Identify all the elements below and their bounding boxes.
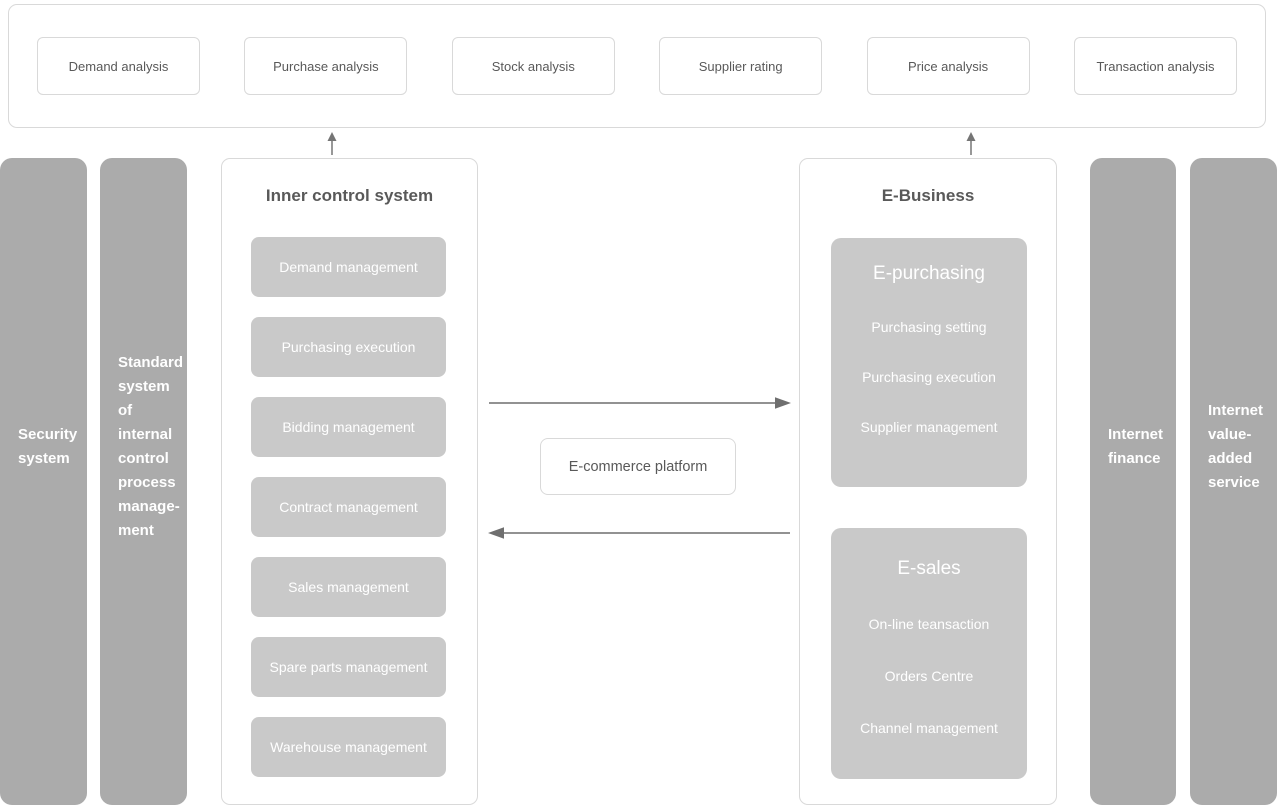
e-sales-item-online: On-line teansaction — [868, 616, 990, 632]
inner-control-item-bidding: Bidding management — [251, 397, 446, 457]
internet-finance-label: Internet finance — [1108, 425, 1164, 467]
analysis-box-purchase: Purchase analysis — [244, 37, 408, 95]
inner-control-item-purchasing: Purchasing execution — [251, 317, 446, 377]
internal-control-standard-label: Standard system of internal control proc… — [118, 353, 184, 539]
inner-control-title: Inner control system — [265, 186, 434, 205]
ecommerce-platform-box: E-commerce platform — [540, 438, 736, 495]
analysis-box-demand: Demand analysis — [37, 37, 200, 95]
internal-control-standard-bar: Standard system of internal control proc… — [100, 158, 187, 805]
up-arrow-icon — [964, 132, 978, 156]
up-arrow-icon — [325, 132, 339, 156]
analysis-box-supplier: Supplier rating — [659, 37, 823, 95]
e-sales-title: E-sales — [897, 558, 961, 579]
left-arrow-icon — [488, 526, 790, 540]
inner-control-item-demand: Demand management — [251, 237, 446, 297]
inner-control-item-contract: Contract management — [251, 477, 446, 537]
e-sales-item-channel: Channel management — [860, 720, 998, 736]
inner-control-item-warehouse: Warehouse management — [251, 717, 446, 777]
e-purchasing-group: E-purchasing Purchasing setting Purchasi… — [831, 238, 1027, 487]
inner-control-item-sales: Sales management — [251, 557, 446, 617]
internet-value-added-label: Internet value- added service — [1208, 401, 1264, 491]
e-business-panel: E-Business E-purchasing Purchasing setti… — [799, 158, 1057, 805]
right-arrow-icon — [489, 396, 791, 410]
analysis-box-price: Price analysis — [866, 37, 1030, 95]
e-purchasing-item-supplier: Supplier management — [860, 419, 998, 435]
analysis-box-transaction: Transaction analysis — [1073, 37, 1237, 95]
inner-control-panel: Inner control system Demand management P… — [221, 158, 478, 805]
e-purchasing-item-setting: Purchasing setting — [871, 319, 987, 335]
security-system-label: Security system — [18, 425, 78, 467]
inner-control-item-spare-parts: Spare parts management — [251, 637, 446, 697]
e-business-title: E-Business — [881, 186, 975, 205]
e-purchasing-item-execution: Purchasing execution — [862, 369, 996, 385]
e-sales-group: E-sales On-line teansaction Orders Centr… — [831, 528, 1027, 779]
security-system-bar: Security system — [0, 158, 87, 805]
internet-finance-bar: Internet finance — [1090, 158, 1176, 805]
analysis-box-stock: Stock analysis — [451, 37, 615, 95]
internet-value-added-bar: Internet value- added service — [1190, 158, 1277, 805]
e-sales-item-orders: Orders Centre — [884, 668, 974, 684]
analysis-panel: Demand analysis Purchase analysis Stock … — [8, 4, 1266, 128]
inner-control-items: Demand management Purchasing execution B… — [251, 237, 446, 777]
e-purchasing-title: E-purchasing — [873, 263, 985, 284]
ecommerce-platform-label: E-commerce platform — [568, 458, 708, 475]
